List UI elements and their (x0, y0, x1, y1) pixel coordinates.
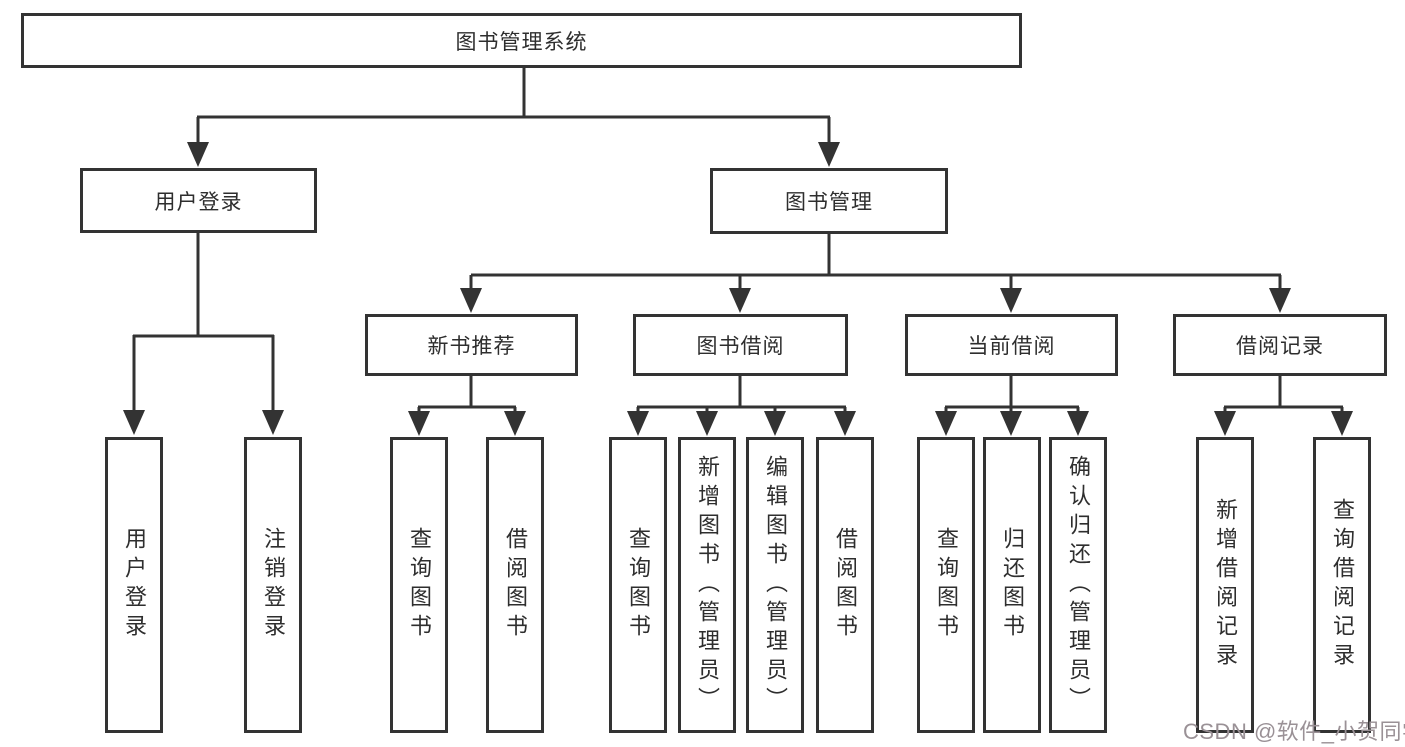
node-book-borrow: 图书借阅 (633, 314, 848, 376)
node-book-management: 图书管理 (710, 168, 948, 234)
node-borrow-books-leaf-label: 借阅图书 (833, 527, 858, 643)
node-edit-book-admin: 编辑图书（管理员） (746, 437, 804, 733)
node-user-login-leaf-label: 用户登录 (122, 527, 147, 643)
node-logout: 注销登录 (244, 437, 302, 733)
csdn-watermark: CSDN @软件_小贺同学 (1183, 719, 1405, 744)
node-query-books-recommend-label: 查询图书 (407, 527, 432, 643)
node-current-borrow-label: 当前借阅 (967, 335, 1056, 358)
node-confirm-return-admin: 确认归还（管理员） (1049, 437, 1107, 733)
node-edit-book-admin-label: 编辑图书（管理员） (763, 454, 788, 716)
node-user-login-label: 用户登录 (154, 190, 243, 214)
node-borrow-books-recommend-label: 借阅图书 (503, 527, 528, 643)
node-query-books-borrow: 查询图书 (609, 437, 667, 733)
node-logout-label: 注销登录 (261, 527, 286, 643)
node-new-book-recommend: 新书推荐 (365, 314, 578, 376)
node-add-borrow-record-label: 新增借阅记录 (1213, 498, 1238, 672)
node-borrow-books-leaf: 借阅图书 (816, 437, 874, 733)
node-query-books-recommend: 查询图书 (390, 437, 448, 733)
node-user-login: 用户登录 (80, 168, 317, 233)
node-confirm-return-admin-label: 确认归还（管理员） (1066, 454, 1091, 716)
node-borrow-books-recommend: 借阅图书 (486, 437, 544, 733)
node-book-borrow-label: 图书借阅 (696, 335, 785, 358)
node-query-books-current-label: 查询图书 (934, 527, 959, 643)
arrowheads (123, 142, 1353, 436)
node-query-borrow-record: 查询借阅记录 (1313, 437, 1371, 733)
node-query-books-borrow-label: 查询图书 (626, 527, 651, 643)
node-add-book-admin: 新增图书（管理员） (678, 437, 736, 733)
node-return-book-label: 归还图书 (1000, 527, 1025, 643)
node-new-book-recommend-label: 新书推荐 (427, 335, 516, 358)
node-book-management-label: 图书管理 (785, 191, 873, 214)
node-borrow-records-label: 借阅记录 (1236, 335, 1324, 358)
node-query-books-current: 查询图书 (917, 437, 975, 733)
node-query-borrow-record-label: 查询借阅记录 (1330, 498, 1355, 672)
node-current-borrow: 当前借阅 (905, 314, 1118, 376)
node-library-system-label: 图书管理系统 (455, 30, 588, 54)
node-add-book-admin-label: 新增图书（管理员） (695, 454, 720, 716)
node-library-system: 图书管理系统 (21, 13, 1022, 68)
node-borrow-records: 借阅记录 (1173, 314, 1387, 376)
node-return-book: 归还图书 (983, 437, 1041, 733)
node-add-borrow-record: 新增借阅记录 (1196, 437, 1254, 733)
node-user-login-leaf: 用户登录 (105, 437, 163, 733)
